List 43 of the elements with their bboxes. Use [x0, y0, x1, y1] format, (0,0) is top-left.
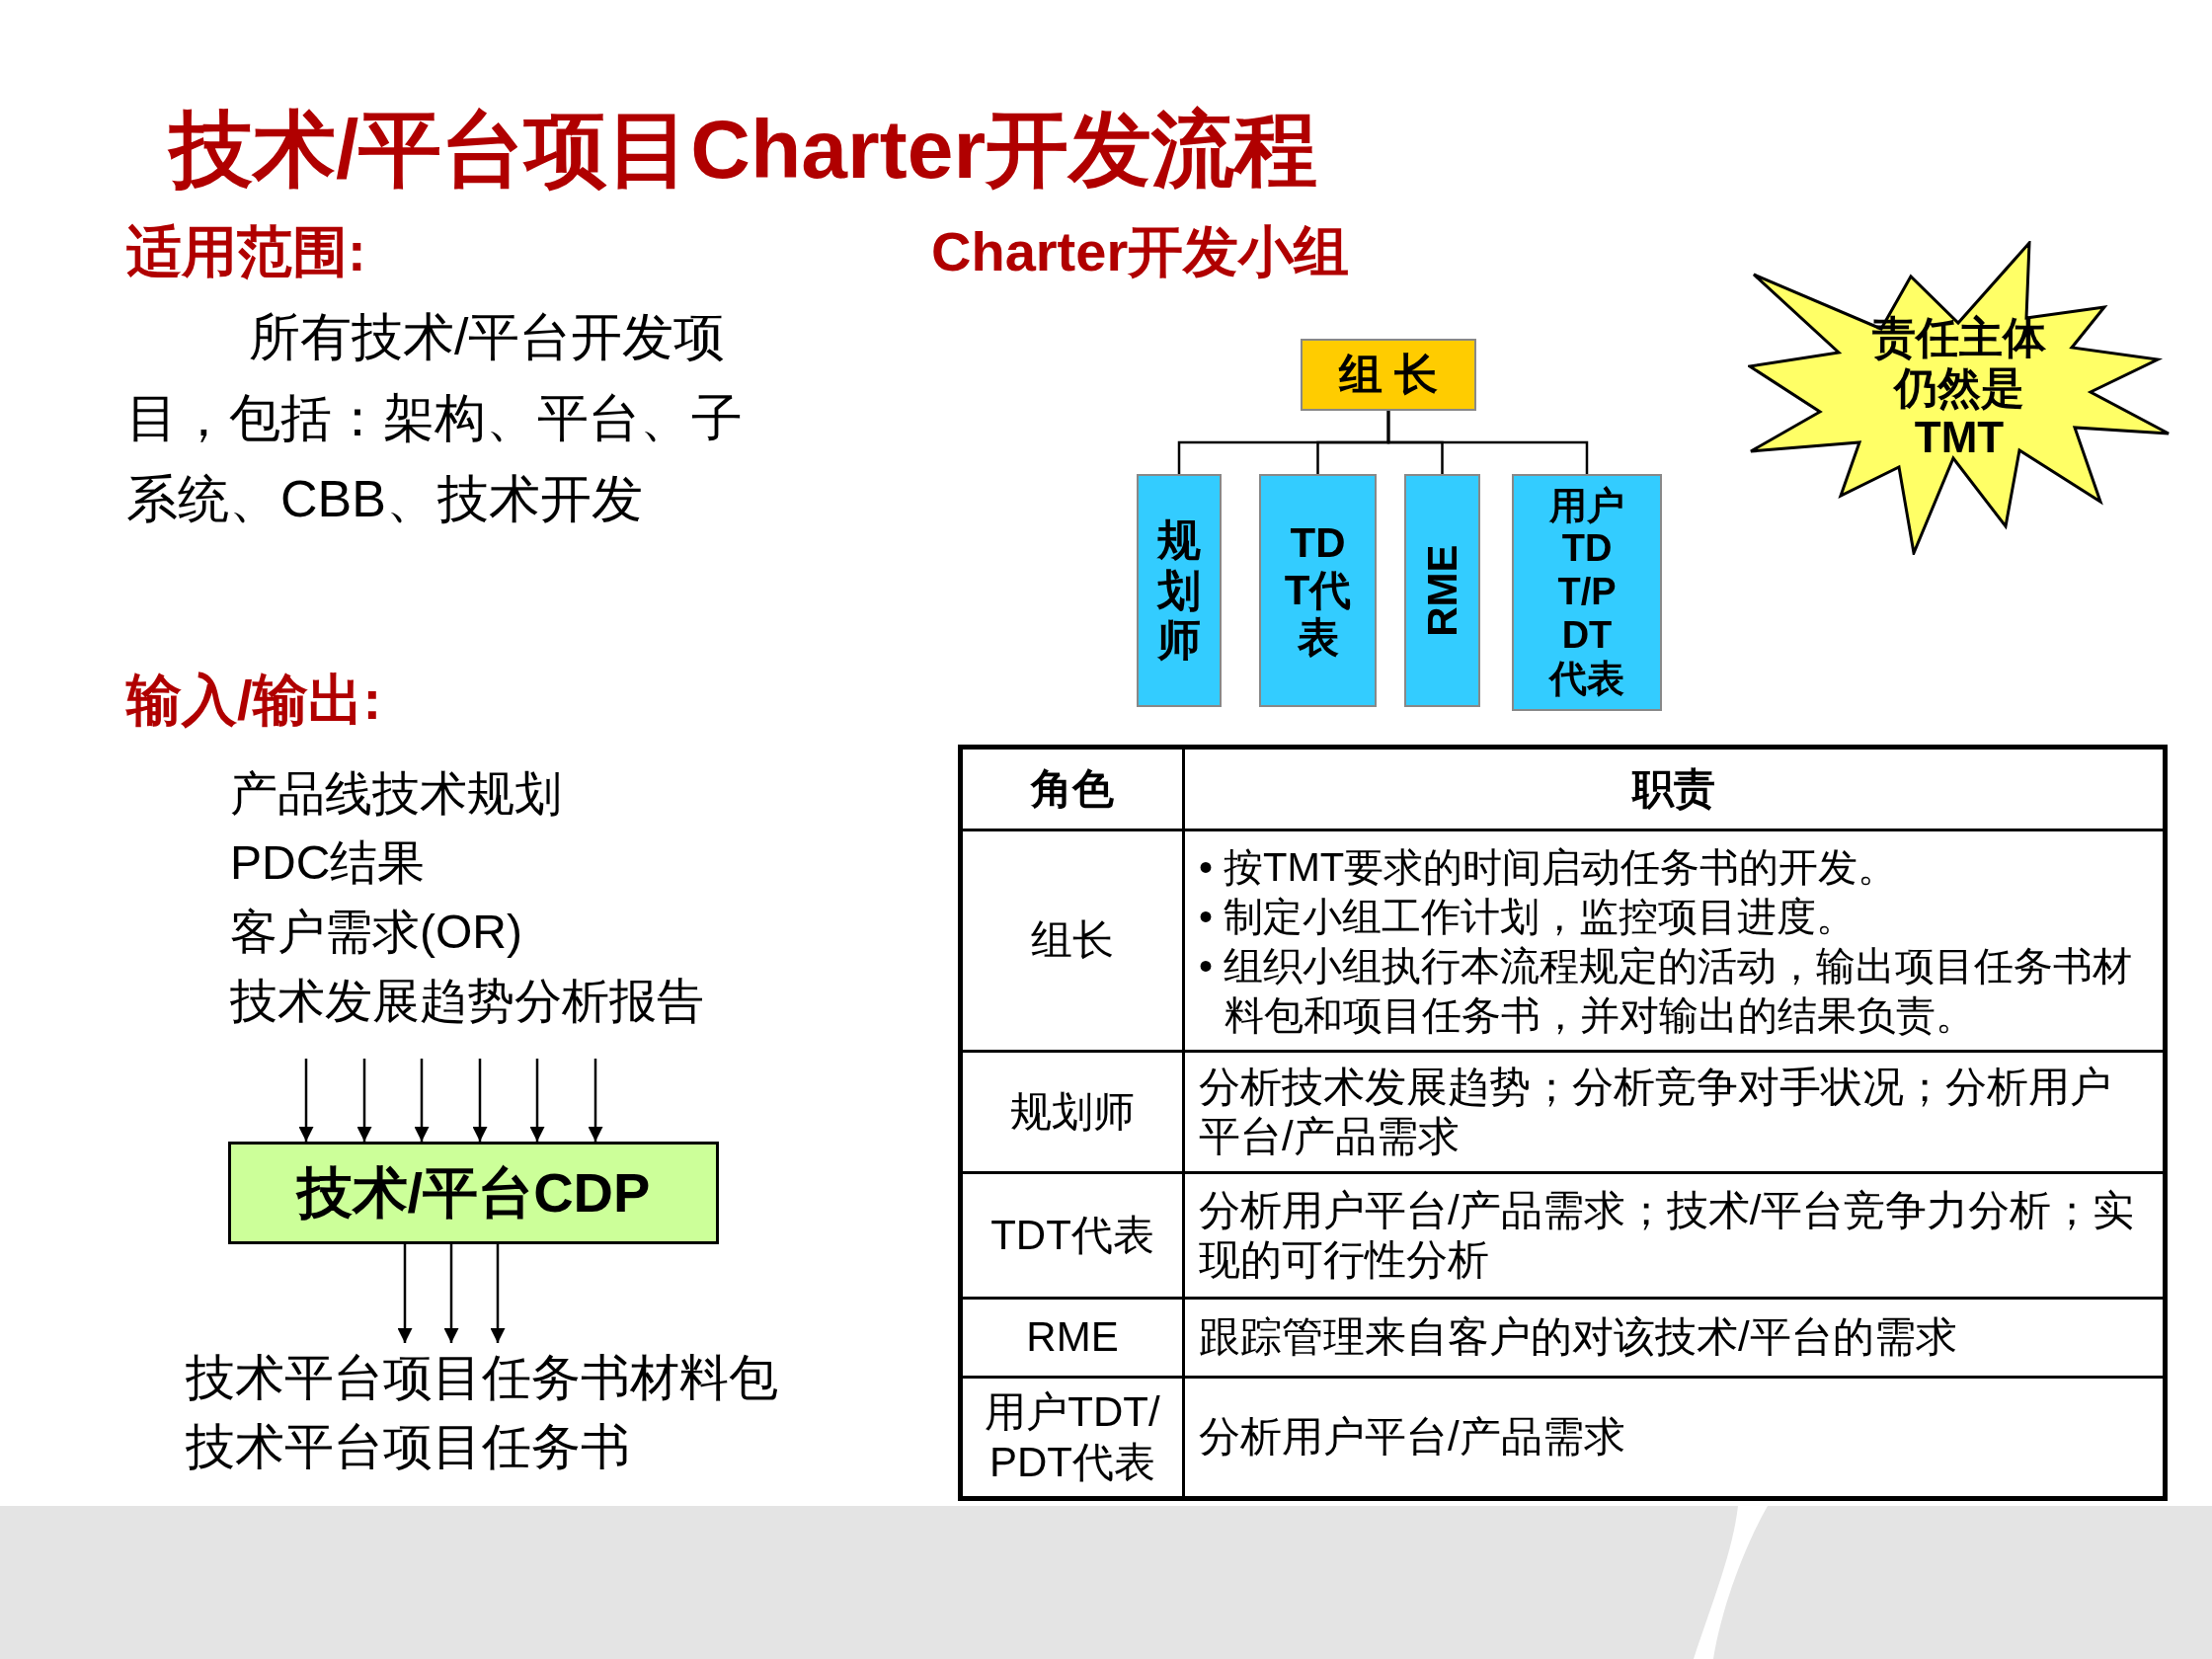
role-cell: 规划师 — [960, 1051, 1184, 1173]
role-cell: 组长 — [960, 830, 1184, 1052]
role-cell: TDT代表 — [960, 1172, 1184, 1299]
section-heading: 输入/输出: — [126, 668, 382, 733]
title: 技术/平台项目Charter开发流程 — [170, 102, 1318, 198]
arrow — [443, 1244, 459, 1343]
section-heading: 适用范围: — [126, 219, 366, 284]
input-item: 技术发展趋势分析报告 — [230, 974, 704, 1029]
column-header: 角色 — [960, 747, 1184, 830]
input-item: PDC结果 — [230, 835, 426, 891]
bullet-item: • 按TMT要求的时间启动任务书的开发。 — [1199, 843, 1899, 891]
role-box — [1404, 474, 1480, 707]
input-item: 客户需求(OR) — [230, 905, 522, 960]
arrow — [472, 1059, 488, 1142]
bullet-item: • 制定小组工作计划，监控项目进度。 — [1199, 893, 1857, 940]
role-cell: RME — [960, 1298, 1184, 1378]
role-box — [1512, 474, 1662, 711]
scope-text: 所有技术/平台开发项目，包括：架构、平台、子系统、CBB、技术开发 — [126, 307, 744, 529]
section-heading: Charter开发小组 — [931, 219, 1350, 284]
starburst-callout — [1748, 241, 2171, 555]
node-label: TDT代表 — [1283, 518, 1353, 663]
bullet-item: • 组织小组执行本流程规定的活动，输出项目任务书材料包和项目任务书，并对输出的结果负责。 — [1199, 942, 2134, 1039]
arrow — [356, 1059, 372, 1142]
node-label: 规划师 — [1157, 515, 1201, 666]
node-label: 组 长 — [1338, 350, 1439, 400]
input-item: 产品线技术规划 — [230, 766, 562, 822]
arrow — [588, 1059, 603, 1142]
node-label: 用户TDT/PDT代表 — [1547, 484, 1625, 701]
leader-box — [1301, 339, 1476, 411]
connector-line — [1386, 411, 1589, 474]
arrow — [298, 1059, 314, 1142]
output-item: 技术平台项目任务书 — [186, 1418, 630, 1476]
node-label: 责任主体仍然是TMT — [1871, 313, 2047, 463]
role-box — [1259, 474, 1377, 707]
arrow — [490, 1244, 506, 1343]
output-item: 技术平台项目任务书材料包 — [186, 1350, 778, 1407]
arrow — [397, 1244, 413, 1343]
role-box — [1137, 474, 1222, 707]
arrow — [414, 1059, 430, 1142]
arrow — [529, 1059, 545, 1142]
node-label: 技术/平台CDP — [296, 1160, 651, 1225]
node-label: RME — [1418, 544, 1466, 637]
process-box — [228, 1142, 719, 1244]
